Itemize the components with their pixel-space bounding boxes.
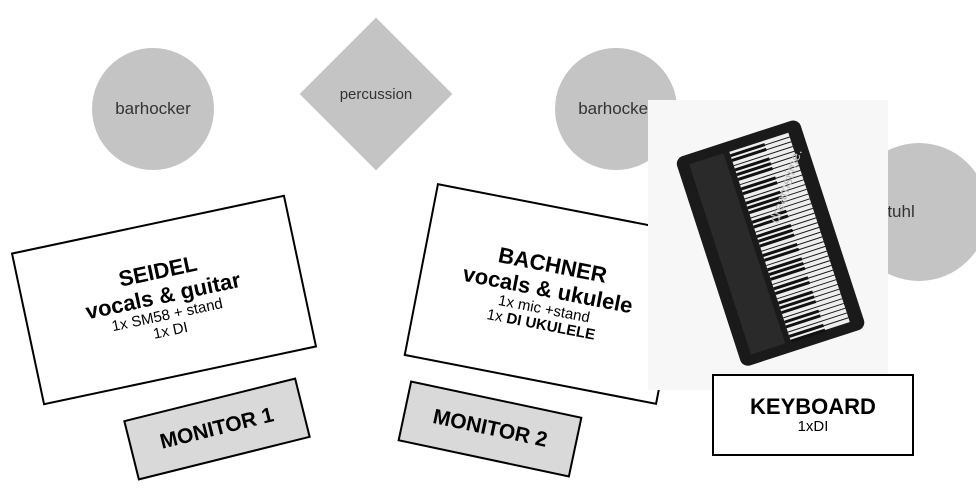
monitor-1: MONITOR 1	[123, 377, 311, 481]
percussion-label: percussion	[339, 86, 413, 103]
performer-card-keyboard: KEYBOARD 1xDI	[712, 374, 914, 456]
monitor-label: MONITOR 2	[430, 405, 550, 452]
performer-name: KEYBOARD	[750, 393, 876, 419]
keyboard-icon	[648, 100, 888, 390]
equipment-prefix: 1x	[485, 306, 505, 326]
monitor-label: MONITOR 1	[157, 403, 277, 454]
seat-label: barhocker	[578, 99, 654, 118]
keyboard-instrument: dreamstime.	[648, 100, 888, 390]
seat-barhocker-left: barhocker	[92, 48, 214, 170]
equipment-item: 1xDI	[797, 417, 829, 435]
performer-card-seidel: SEIDEL vocals & guitar 1x SM58 + stand 1…	[10, 194, 318, 406]
seat-label: barhocker	[115, 99, 191, 118]
monitor-2: MONITOR 2	[397, 380, 583, 478]
